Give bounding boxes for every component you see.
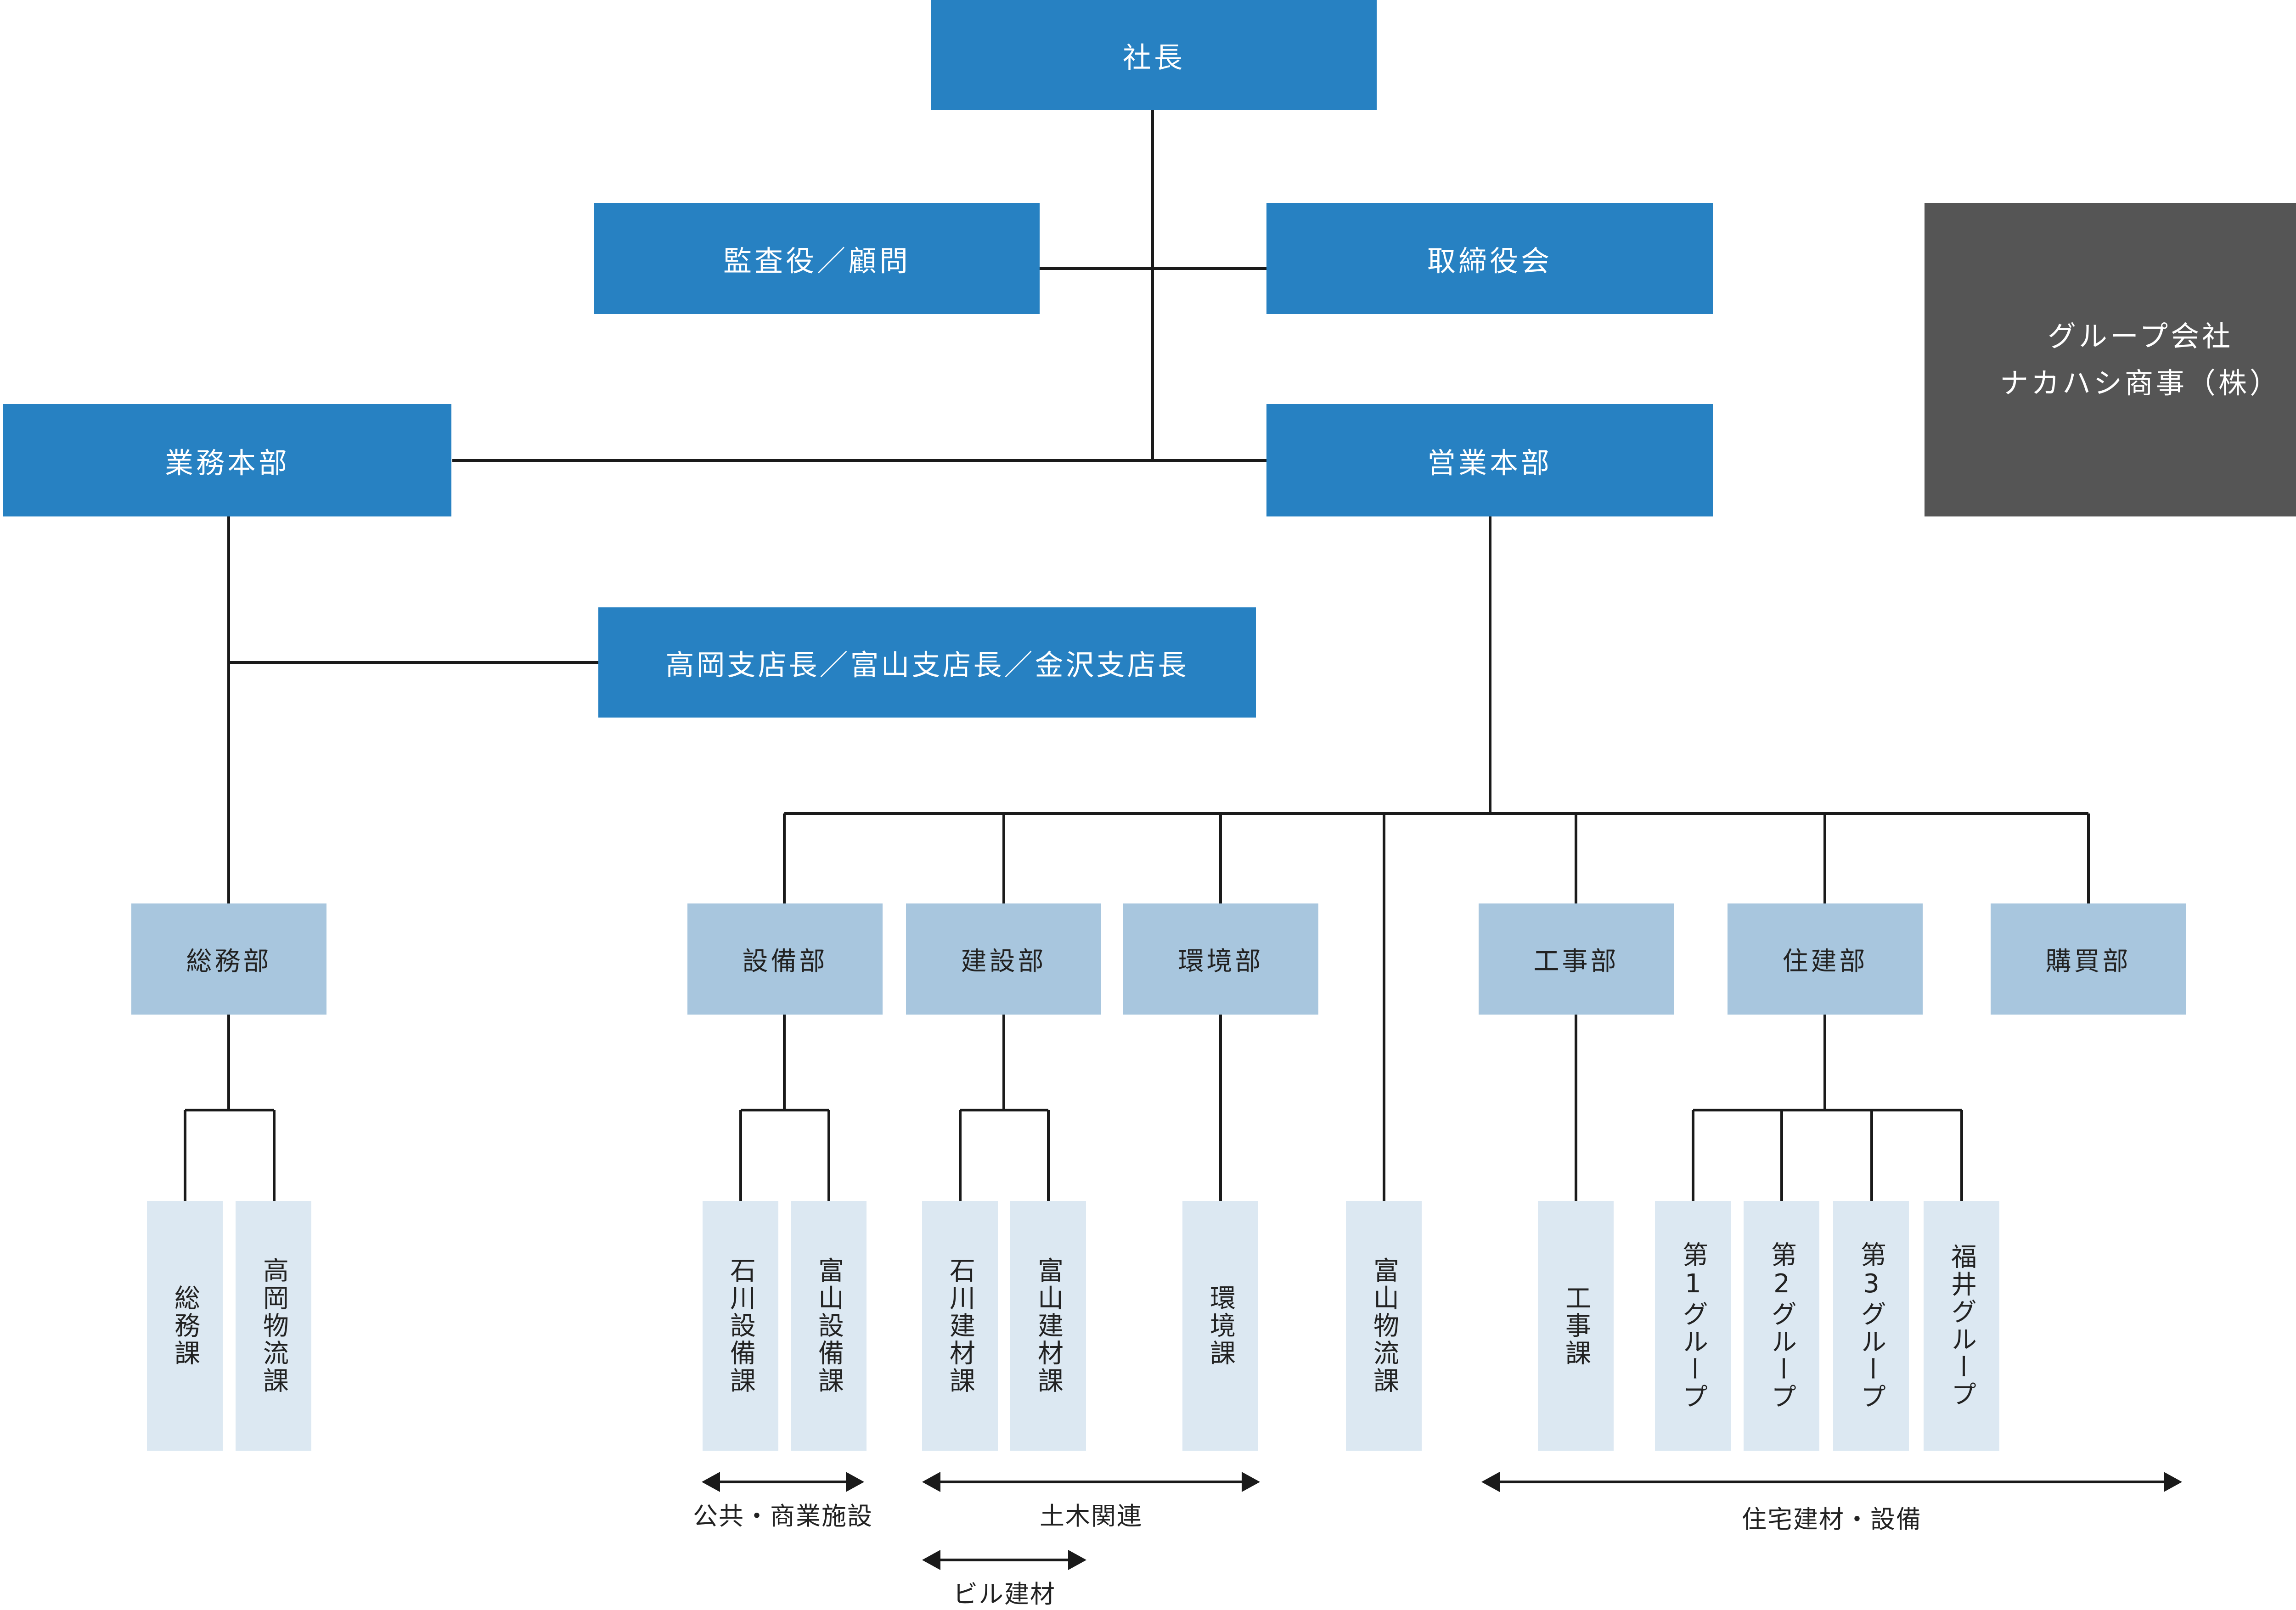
section-fukui-group: 福井グループ bbox=[1924, 1201, 1999, 1451]
section-label: 環境課 bbox=[1205, 1285, 1236, 1367]
board-box: 取締役会 bbox=[1266, 203, 1713, 314]
president-label: 社長 bbox=[1122, 41, 1185, 74]
sales-hq-box: 営業本部 bbox=[1266, 404, 1713, 516]
span-label-public-commercial: 公共・商業施設 bbox=[693, 1502, 873, 1531]
section-label: 第1グループ bbox=[1678, 1241, 1708, 1411]
dept-general-affairs: 総務部 bbox=[131, 903, 326, 1015]
auditor-box: 監査役／顧問 bbox=[594, 203, 1040, 314]
section-toyama-materials: 富山建材課 bbox=[1010, 1201, 1086, 1451]
section-label: 富山物流課 bbox=[1369, 1257, 1399, 1395]
admin-hq-label: 業務本部 bbox=[164, 446, 290, 480]
dept-label: 環境部 bbox=[1178, 946, 1264, 976]
section-takaoka-logistics: 高岡物流課 bbox=[236, 1201, 311, 1451]
section-general-affairs: 総務課 bbox=[147, 1201, 223, 1451]
section-label: 福井グループ bbox=[1947, 1243, 1977, 1408]
section-label: 富山建材課 bbox=[1033, 1257, 1064, 1395]
dept-purchasing: 購買部 bbox=[1991, 903, 2186, 1015]
dept-facilities: 設備部 bbox=[687, 903, 883, 1015]
dept-label: 総務部 bbox=[186, 946, 272, 976]
dept-label: 住建部 bbox=[1782, 946, 1868, 976]
section-label: 富山設備課 bbox=[814, 1257, 844, 1395]
span-label-housing-materials: 住宅建材・設備 bbox=[1742, 1505, 1922, 1534]
president-box: 社長 bbox=[931, 0, 1377, 110]
section-works: 工事課 bbox=[1538, 1201, 1614, 1451]
group-company-box: グループ会社 ナカハシ商事（株） bbox=[1925, 203, 2296, 516]
sales-hq-label: 営業本部 bbox=[1427, 446, 1552, 480]
section-label: 第2グループ bbox=[1767, 1241, 1797, 1411]
dept-label: 購買部 bbox=[2045, 946, 2131, 976]
group-company-title: グループ会社 bbox=[2047, 319, 2234, 353]
dept-construction: 建設部 bbox=[906, 903, 1101, 1015]
group-company-name: ナカハシ商事（株） bbox=[1999, 366, 2281, 400]
section-ishikawa-facilities: 石川設備課 bbox=[703, 1201, 778, 1451]
section-label: 第3グループ bbox=[1856, 1241, 1886, 1411]
section-group-2: 第2グループ bbox=[1744, 1201, 1819, 1451]
section-toyama-logistics: 富山物流課 bbox=[1346, 1201, 1422, 1451]
auditor-label: 監査役／顧問 bbox=[723, 244, 911, 278]
dept-works: 工事部 bbox=[1479, 903, 1674, 1015]
span-label-civil: 土木関連 bbox=[1040, 1502, 1142, 1531]
dept-housing: 住建部 bbox=[1728, 903, 1923, 1015]
dept-label: 建設部 bbox=[961, 946, 1047, 976]
section-group-1: 第1グループ bbox=[1655, 1201, 1731, 1451]
section-toyama-facilities: 富山設備課 bbox=[791, 1201, 867, 1451]
board-label: 取締役会 bbox=[1427, 244, 1552, 278]
admin-hq-box: 業務本部 bbox=[3, 404, 451, 516]
section-label: 石川建材課 bbox=[945, 1257, 975, 1395]
dept-label: 設備部 bbox=[742, 946, 828, 976]
span-label-building-materials: ビル建材 bbox=[953, 1580, 1056, 1609]
dept-environment: 環境部 bbox=[1123, 903, 1318, 1015]
dept-label: 工事部 bbox=[1533, 946, 1619, 976]
section-group-3: 第3グループ bbox=[1833, 1201, 1909, 1451]
section-ishikawa-materials: 石川建材課 bbox=[922, 1201, 998, 1451]
branch-managers-label: 高岡支店長／富山支店長／金沢支店長 bbox=[665, 648, 1189, 682]
section-label: 工事課 bbox=[1561, 1285, 1591, 1367]
section-label: 石川設備課 bbox=[726, 1257, 756, 1395]
section-environment: 環境課 bbox=[1182, 1201, 1258, 1451]
section-label: 高岡物流課 bbox=[259, 1257, 289, 1395]
section-label: 総務課 bbox=[170, 1285, 200, 1367]
branch-managers-box: 高岡支店長／富山支店長／金沢支店長 bbox=[598, 607, 1256, 718]
